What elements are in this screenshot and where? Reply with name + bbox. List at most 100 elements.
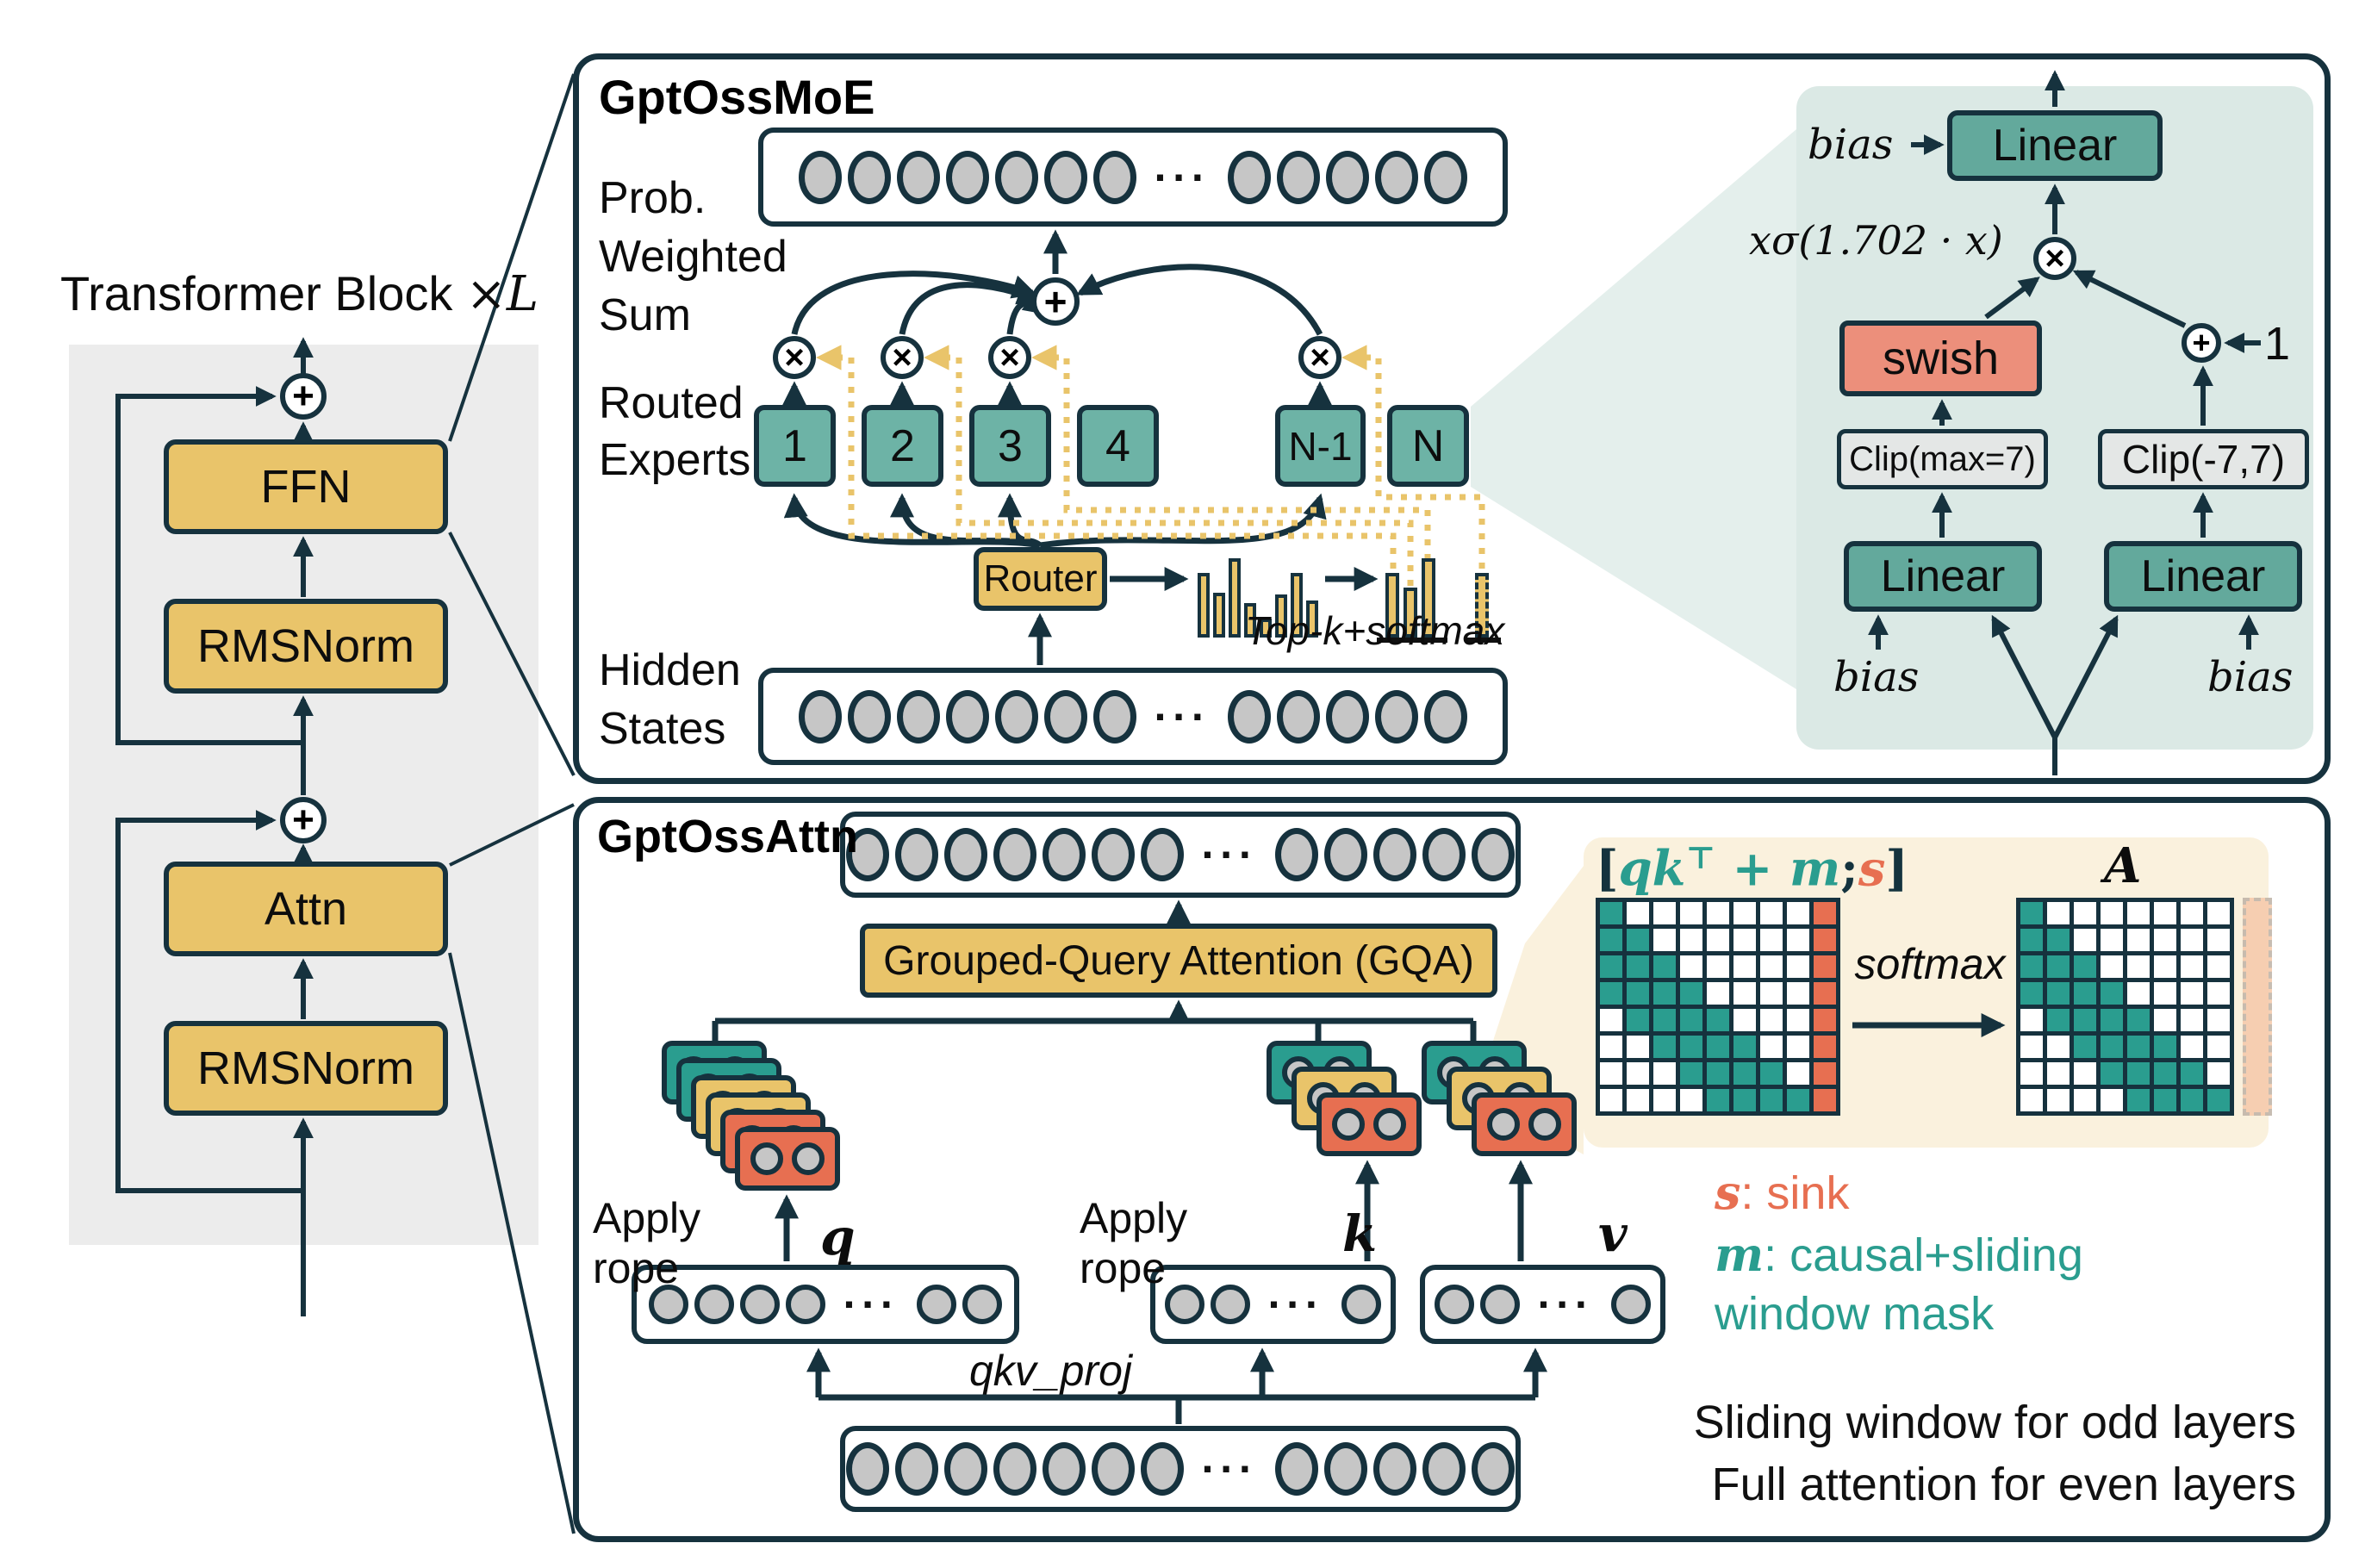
mask-cell-on [2127, 1062, 2150, 1085]
mask-cell-off [1733, 1009, 1756, 1031]
times-l-math: ×L [465, 266, 539, 322]
mask-cell-off [2101, 929, 2123, 951]
transformer-block-title: Transformer Block ×L [60, 265, 538, 322]
mask-cell-off [2127, 929, 2150, 951]
mask-cell-off [2020, 1036, 2043, 1058]
expert-box-4: 4 [1077, 405, 1159, 487]
q-heads-stack [662, 1041, 843, 1196]
apply-rope-q-label-2: rope [593, 1244, 680, 1292]
attention-matrix-label: A [2104, 837, 2142, 894]
mask-cell-off [2154, 902, 2176, 924]
histogram-bar [1229, 558, 1241, 638]
mask-cell-off [2074, 1089, 2096, 1111]
k-vector-row: ··· [1150, 1265, 1396, 1344]
mask-cell-off [2020, 1089, 2043, 1111]
router-logits-histogram [1198, 558, 1318, 638]
ellipsis: ··· [1154, 692, 1211, 741]
token-circle [845, 828, 889, 881]
sink-cell [1814, 902, 1836, 924]
head-card-circle [792, 1142, 825, 1175]
mask-cell-off [1760, 982, 1783, 1005]
mask-cell-on [1653, 982, 1676, 1005]
v-label: v [1598, 1204, 1628, 1263]
apply-rope-q-label-1: Apply [593, 1194, 701, 1242]
token-circle [1140, 828, 1184, 881]
token-circle [1324, 828, 1368, 881]
expert-box-1: 1 [754, 405, 836, 487]
prob-weighted-sum-label-3: Sum [599, 290, 691, 340]
mask-cell-on [1733, 1062, 1756, 1085]
mask-cell-off [1680, 1089, 1702, 1111]
gqa-box: Grouped-Query Attention (GQA) [860, 924, 1497, 998]
v-vector-row: ··· [1420, 1265, 1665, 1344]
token-circle [648, 1285, 688, 1324]
mask-cell-on [1707, 1062, 1729, 1085]
detail-add-one-icon: + [2182, 323, 2221, 363]
token-circle [847, 689, 891, 744]
token-circle [945, 689, 989, 744]
ellipsis: ··· [1201, 1445, 1258, 1493]
prob-weighted-sum-label-1: Prob. [599, 173, 706, 223]
token-circle [1424, 150, 1468, 204]
token-circle [798, 150, 842, 204]
moe-panel-title: GptOssMoE [599, 70, 875, 124]
token-circle [1472, 1442, 1516, 1496]
residual-add-top-icon: + [280, 373, 327, 420]
one-constant-label: 1 [2264, 318, 2291, 370]
mask-cell-on [2020, 982, 2043, 1005]
token-circle [1341, 1285, 1382, 1324]
rmsnorm-top-label: RMSNorm [197, 620, 414, 672]
mask-cell-on [1707, 1089, 1729, 1111]
token-circle [1422, 828, 1466, 881]
legend-m-text: : causal+sliding [1764, 1229, 2083, 1281]
mask-cell-on [1707, 1036, 1729, 1058]
mask-cell-off [2127, 902, 2150, 924]
expert2-multiply-icon: × [881, 336, 924, 379]
mask-cell-off [1760, 902, 1783, 924]
apply-rope-k-label-1: Apply [1080, 1194, 1188, 1242]
mask-cell-off [2207, 955, 2230, 978]
mask-cell-off [1733, 902, 1756, 924]
moe-output-token-row: ··· [758, 128, 1508, 227]
token-circle [943, 1442, 987, 1496]
mask-cell-off [1680, 929, 1702, 951]
token-circle [1092, 689, 1136, 744]
formula-open-bracket: [ [1596, 840, 1619, 898]
token-circle [962, 1285, 1003, 1324]
v-heads-stack [1422, 1041, 1581, 1161]
mask-cell-off [1653, 1089, 1676, 1111]
token-circle [1326, 689, 1370, 744]
histogram-bar [1198, 573, 1210, 638]
formula-m: m [1789, 840, 1841, 898]
token-circle [1373, 1442, 1417, 1496]
token-circle [943, 828, 987, 881]
expert-box-3: 3 [969, 405, 1051, 487]
token-circle [845, 1442, 889, 1496]
router-box: Router [974, 547, 1107, 611]
token-circle [994, 150, 1038, 204]
token-circle [1043, 689, 1087, 744]
mask-cell-on [1787, 1089, 1809, 1111]
mask-cell-off [1600, 1036, 1622, 1058]
token-circle [1092, 150, 1136, 204]
mask-cell-off [1600, 1089, 1622, 1111]
mask-cell-on [2020, 902, 2043, 924]
mask-cell-off [1627, 1036, 1649, 1058]
apply-rope-k-label-2: rope [1080, 1244, 1167, 1292]
sink-cell [1814, 982, 1836, 1005]
mask-cell-off [1653, 929, 1676, 951]
attn-label: Attn [264, 883, 348, 935]
mask-cell-on [1653, 955, 1676, 978]
q-label: q [820, 1208, 856, 1266]
mask-cell-off [2047, 1062, 2070, 1085]
mask-cell-off [2127, 982, 2150, 1005]
mask-cell-off [2207, 1062, 2230, 1085]
swish-activation-formula: xσ(1.702 · x) [1749, 217, 2003, 264]
token-circle [1042, 828, 1086, 881]
mask-cell-on [2154, 1062, 2176, 1085]
mask-cell-on [1680, 1009, 1702, 1031]
ellipsis: ··· [1267, 1280, 1324, 1328]
mask-cell-on [1627, 1009, 1649, 1031]
routed-experts-label-2: Experts [599, 435, 751, 485]
